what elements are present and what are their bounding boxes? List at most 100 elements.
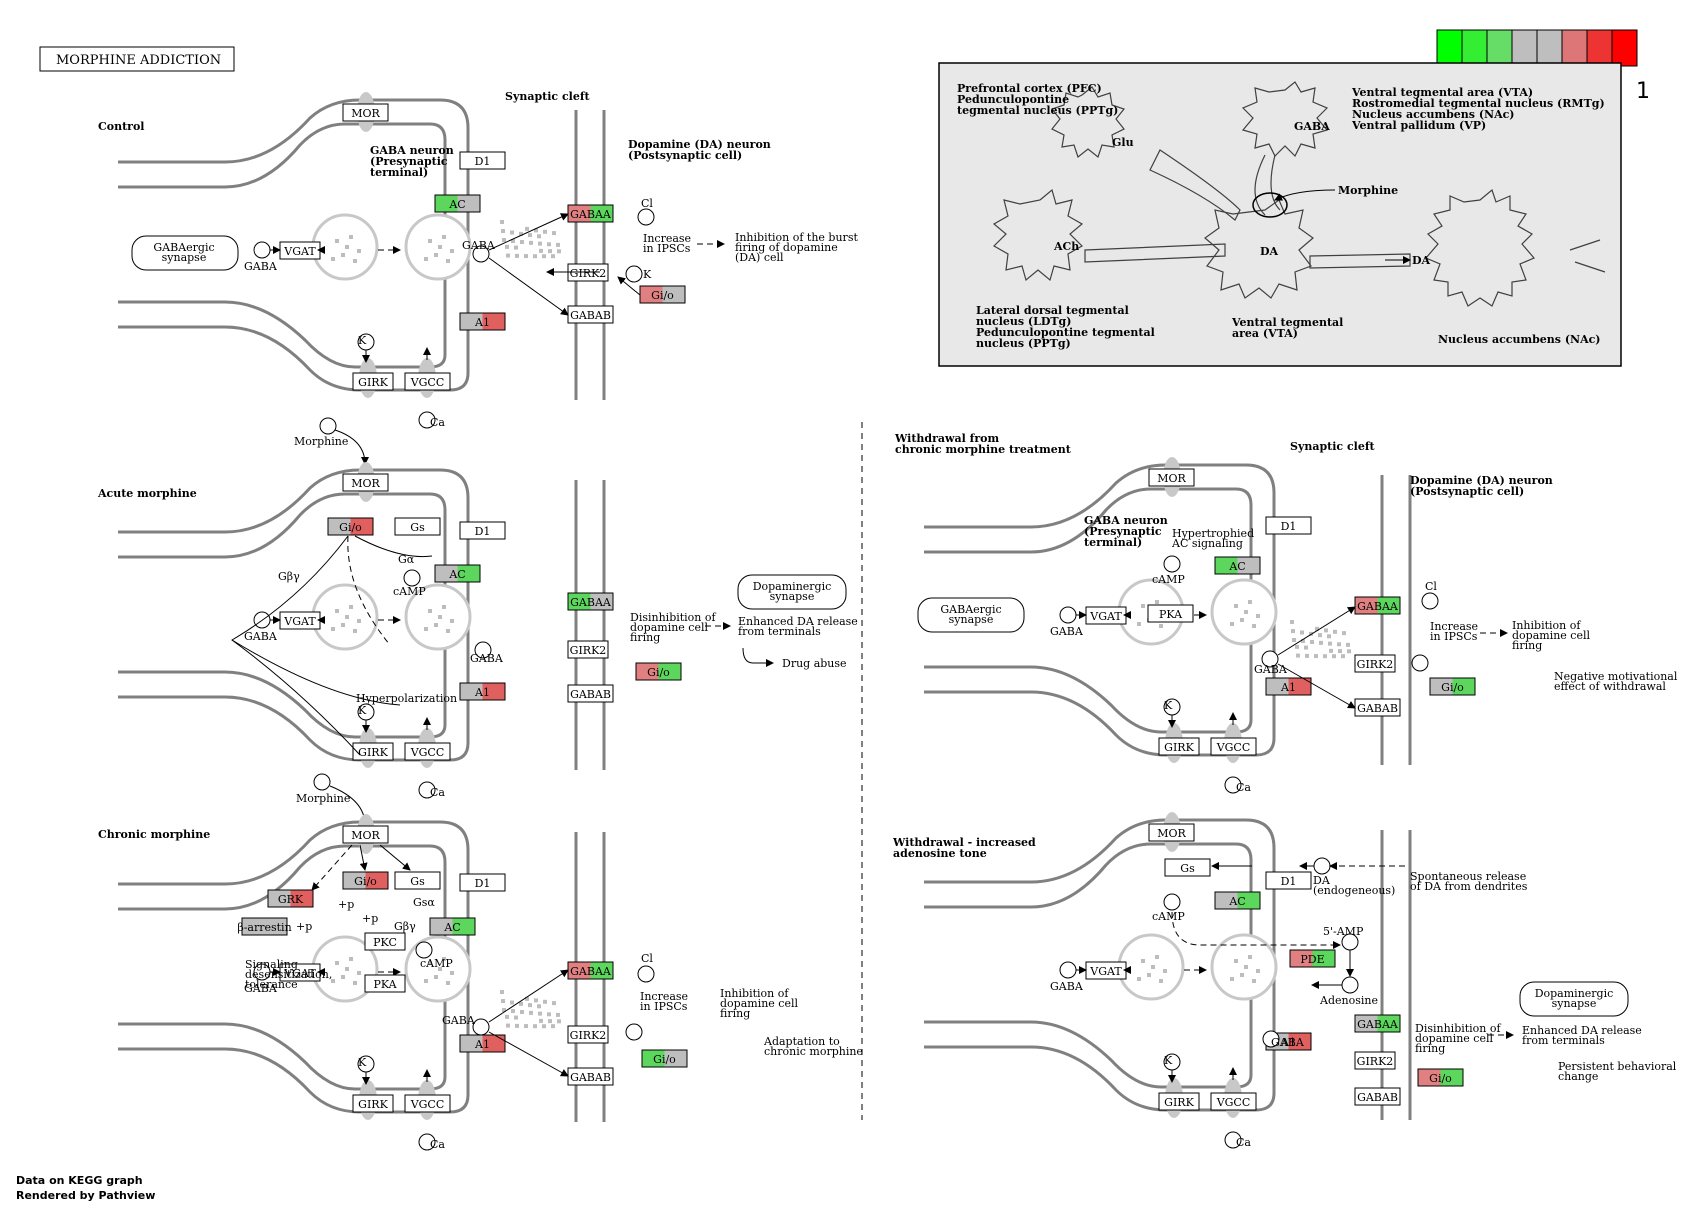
- adenosine-panel-girk[interactable]: GIRK: [1158, 1092, 1200, 1111]
- chronic-gaba-cleft: GABA: [442, 1014, 476, 1027]
- acute-ac[interactable]: AC: [434, 564, 481, 583]
- chronic-girk2[interactable]: GIRK2: [567, 1025, 609, 1044]
- chronic-grk[interactable]: GRK: [267, 889, 314, 908]
- acute-panel-a1[interactable]: A1: [459, 682, 506, 701]
- chronic-panel-mor[interactable]: MOR: [342, 825, 389, 844]
- withdrawal-panel-vgcc[interactable]: VGCC: [1210, 737, 1257, 756]
- chronic-pka[interactable]: PKA: [364, 974, 406, 993]
- control-panel-d1-label: D1: [475, 155, 491, 168]
- chronic-gs[interactable]: Gs: [394, 871, 441, 890]
- acute-girk2[interactable]: GIRK2: [567, 640, 609, 659]
- acute-hyperpol: Hyperpolarization: [356, 692, 457, 705]
- withdrawal-pka[interactable]: PKA: [1147, 604, 1194, 623]
- chronic-inhibition-firing-0: Inhibition of: [720, 987, 789, 1000]
- acute-gio-2[interactable]: Gi/o: [635, 662, 682, 681]
- acute-panel-vgat[interactable]: VGAT: [279, 611, 321, 630]
- adenosine-gio[interactable]: Gi/o: [1417, 1068, 1464, 1087]
- control-da-neuron-1: (Postsynaptic cell): [628, 149, 742, 162]
- adenosine-dopaminergic-synapse[interactable]: [1519, 981, 1629, 1017]
- control-gaba-neuron-2: terminal): [370, 166, 428, 179]
- adenosine-panel-vgat[interactable]: VGAT: [1085, 961, 1127, 980]
- control-panel-d1[interactable]: D1: [459, 151, 506, 170]
- control-panel-gabaa[interactable]: GABAA: [567, 204, 614, 223]
- chronic-pkc[interactable]: PKC: [364, 932, 406, 951]
- control-panel-ac[interactable]: AC: [434, 194, 481, 213]
- control-panel-vgat[interactable]: VGAT: [279, 241, 321, 260]
- control-gabaergic-synapse[interactable]: [131, 235, 239, 271]
- control-panel-mor[interactable]: MOR: [342, 103, 389, 122]
- adenosine-panel-gaba-label: GABA: [1050, 980, 1084, 993]
- chronic-pkc-label: PKC: [373, 936, 397, 949]
- control-panel-ca-circle: [418, 411, 436, 429]
- control-morphine: Morphine: [294, 435, 348, 448]
- chronic-ac[interactable]: AC: [429, 917, 476, 936]
- adenosine-panel-d1[interactable]: D1: [1265, 871, 1312, 890]
- control-panel-girk[interactable]: GIRK: [352, 372, 394, 391]
- chronic-panel-vgcc[interactable]: VGCC: [404, 1094, 451, 1113]
- withdrawal-panel-mor[interactable]: MOR: [1148, 468, 1195, 487]
- acute-panel-vgcc[interactable]: VGCC: [404, 742, 451, 761]
- adenosine-panel-k-label: K: [1164, 1054, 1173, 1067]
- adenosine-panel-vgcc[interactable]: VGCC: [1210, 1092, 1257, 1111]
- adenosine-ac[interactable]: AC: [1214, 891, 1261, 910]
- control-panel-vgat-label: VGAT: [283, 245, 316, 258]
- withdrawal-panel-vgat[interactable]: VGAT: [1085, 606, 1127, 625]
- acute-panel-k-label: K: [358, 704, 367, 717]
- withdrawal-panel-d1[interactable]: D1: [1265, 516, 1312, 535]
- inset-pfc-2: tegmental nucleus (PPTg): [957, 104, 1118, 117]
- control-panel-gaba-circle: [253, 241, 271, 259]
- control-cl: Cl: [641, 197, 653, 210]
- chronic-gabaa[interactable]: GABAA: [567, 961, 614, 980]
- chronic-gabab[interactable]: GABAB: [567, 1067, 614, 1086]
- withdrawal-hypertrophied-1: AC signaling: [1171, 537, 1243, 550]
- withdrawal-gabab[interactable]: GABAB: [1354, 698, 1401, 717]
- withdrawal-gio[interactable]: Gi/o: [1429, 677, 1476, 696]
- adenosine-persistent-1: change: [1558, 1070, 1598, 1083]
- da-neuron-shape: [1204, 199, 1314, 299]
- acute-gabaa[interactable]: GABAA: [567, 592, 614, 611]
- link-line: [347, 535, 391, 646]
- acute-dopaminergic-synapse[interactable]: [737, 574, 847, 610]
- withdrawal-panel-a1[interactable]: A1: [1265, 677, 1312, 696]
- withdrawal-gabaa[interactable]: GABAA: [1354, 596, 1401, 615]
- adenosine-gs[interactable]: Gs: [1164, 858, 1211, 877]
- control-panel-vgcc[interactable]: VGCC: [404, 372, 451, 391]
- acute-panel-d1[interactable]: D1: [459, 521, 506, 540]
- chronic-panel-vgat[interactable]: VGAT: [279, 963, 321, 982]
- inset-vta-1: Rostromedial tegmental nucleus (RMTg): [1352, 97, 1605, 110]
- withdrawal-gabaergic-synapse[interactable]: [917, 597, 1025, 633]
- adenosine-gabab[interactable]: GABAB: [1354, 1087, 1401, 1106]
- adenosine-pde[interactable]: PDE: [1289, 949, 1336, 968]
- chronic-panel-d1[interactable]: D1: [459, 873, 506, 892]
- acute-panel-girk[interactable]: GIRK: [352, 742, 394, 761]
- inset-glu: Glu: [1112, 136, 1134, 149]
- adenosine-gaba-post: GABA: [1271, 1036, 1305, 1049]
- chronic-gio[interactable]: Gi/o: [342, 871, 389, 890]
- control-panel-gabab[interactable]: GABAB: [567, 305, 614, 324]
- withdrawal-girk2[interactable]: GIRK2: [1354, 654, 1396, 673]
- withdrawal-ac[interactable]: AC: [1214, 556, 1261, 575]
- acute-panel-vesicle-2: [404, 583, 472, 651]
- adenosine-gio-label: Gi/o: [1429, 1072, 1452, 1085]
- control-panel-mor-label: MOR: [351, 107, 380, 120]
- chronic-gio-2[interactable]: Gi/o: [641, 1049, 688, 1068]
- chronic-panel-girk[interactable]: GIRK: [352, 1094, 394, 1113]
- adenosine-gabaa[interactable]: GABAA: [1354, 1014, 1401, 1033]
- acute-gabab[interactable]: GABAB: [567, 684, 614, 703]
- acute-gs[interactable]: Gs: [394, 517, 441, 536]
- acute-gio[interactable]: Gi/o: [327, 517, 374, 536]
- chronic-barr[interactable]: β-arrestin: [237, 917, 292, 936]
- withdrawal-panel-d1-label: D1: [1281, 520, 1297, 533]
- control-panel-k-label: K: [358, 334, 367, 347]
- acute-gabab-label: GABAB: [570, 688, 611, 701]
- adenosine-girk2[interactable]: GIRK2: [1354, 1051, 1396, 1070]
- arrow: [488, 1031, 569, 1077]
- adenosine-camp-circle: [1163, 893, 1181, 911]
- control-panel-gio[interactable]: Gi/o: [639, 285, 686, 304]
- control-gabaergic-synapse-text-0: GABAergic: [153, 241, 214, 254]
- acute-panel-mor[interactable]: MOR: [342, 473, 389, 492]
- chronic-camp-circle: [415, 941, 433, 959]
- control-panel-a1[interactable]: A1: [459, 312, 506, 331]
- withdrawal-panel-girk[interactable]: GIRK: [1158, 737, 1200, 756]
- adenosine-panel-mor[interactable]: MOR: [1148, 823, 1195, 842]
